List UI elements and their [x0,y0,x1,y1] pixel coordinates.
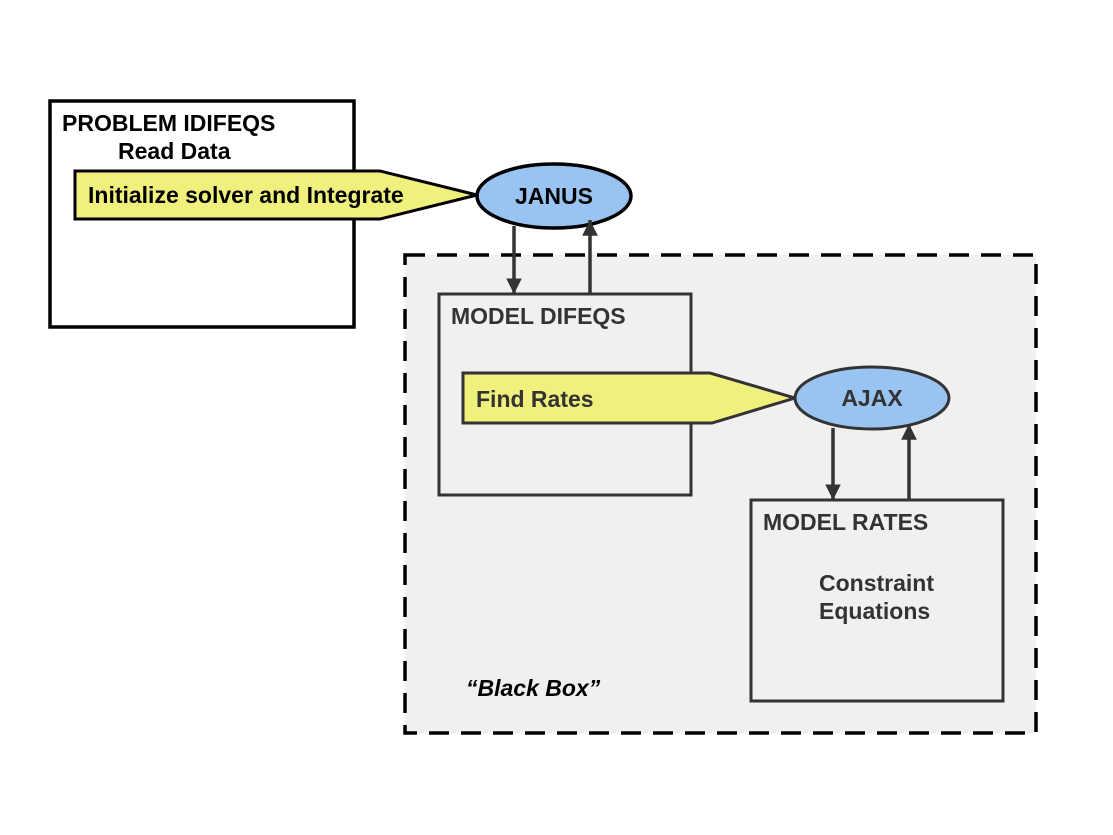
find-rates-callout: Find Rates [461,371,801,425]
ajax-node-label: AJAX [841,385,903,411]
initialize-callout: Initialize solver and Integrate [73,169,478,221]
janus-node-label: JANUS [515,183,593,209]
model-rates-frame [749,498,1005,703]
model-rates-body-line2: Equations [819,598,930,624]
problem-box-title: PROBLEM IDIFEQS [62,110,275,136]
black-box-label: “Black Box” [466,675,601,701]
model-rates-body-line1: Constraint [819,570,934,596]
janus-node-shape [475,162,633,230]
find-rates-callout-shape [461,371,801,425]
initialize-callout-shape [73,169,478,221]
initialize-callout-label: Initialize solver and Integrate [88,182,404,208]
ajax-node: AJAX [793,365,951,431]
ajax-node-shape [793,365,951,431]
model-rates-box: MODEL RATES Constraint Equations [749,498,1005,703]
find-rates-callout-label: Find Rates [476,386,594,412]
problem-box-subtitle: Read Data [118,138,231,164]
janus-node: JANUS [475,162,633,230]
model-difeqs-title: MODEL DIFEQS [451,303,626,329]
model-rates-title: MODEL RATES [763,509,928,535]
